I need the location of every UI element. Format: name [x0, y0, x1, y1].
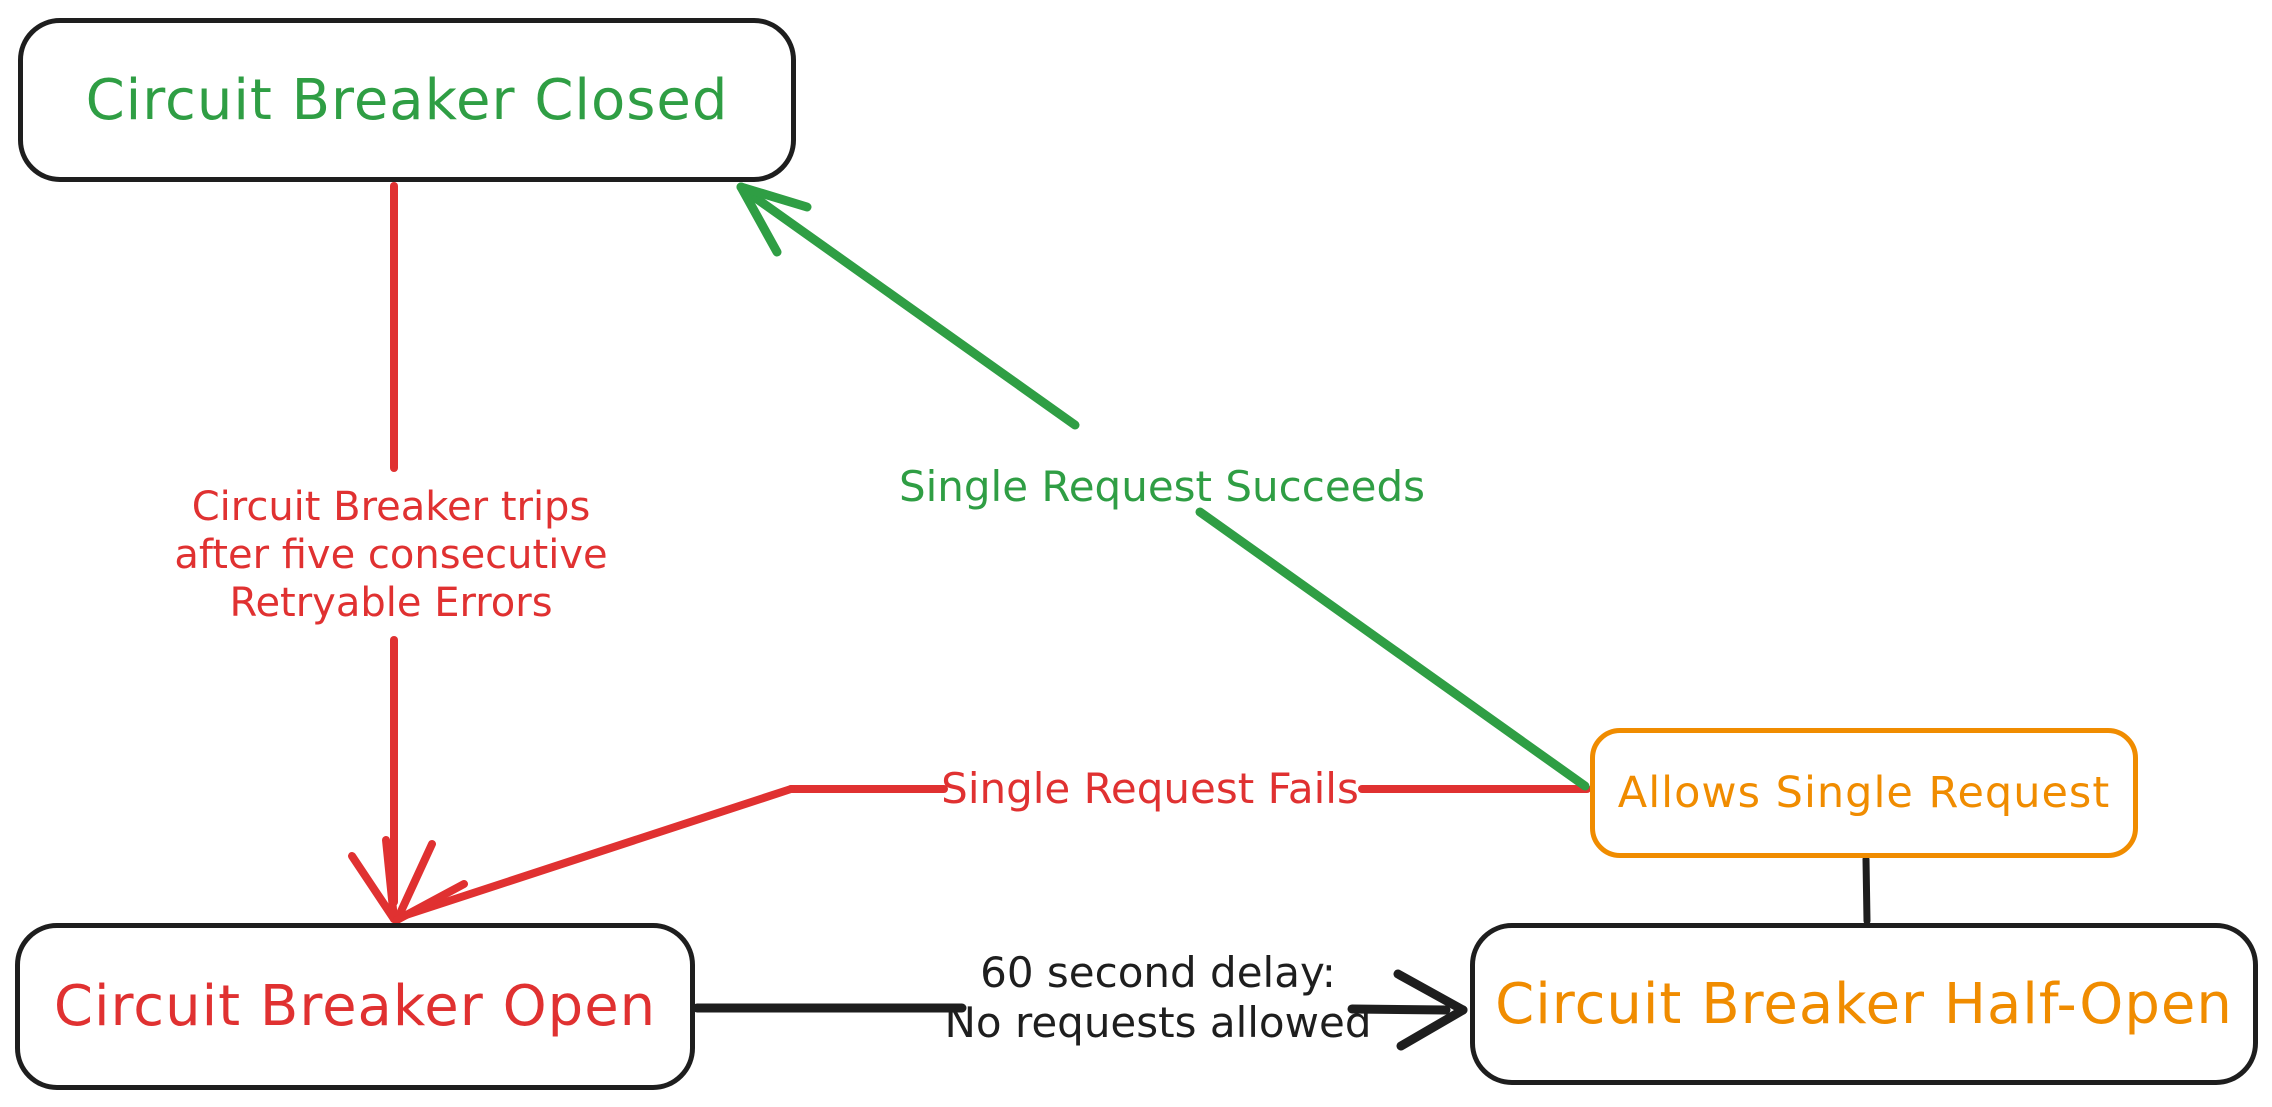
edge-label-trip-line3: Retryable Errors — [229, 580, 553, 626]
node-circuit-breaker-half-open: Circuit Breaker Half-Open — [1470, 923, 2258, 1085]
edge-label-succeed-text: Single Request Succeeds — [898, 462, 1426, 511]
node-closed-label: Circuit Breaker Closed — [85, 67, 729, 133]
edge-allows-link — [1862, 855, 1871, 925]
edge-label-trip-line1: Circuit Breaker trips — [191, 484, 591, 530]
edge-label-fail-text: Single Request Fails — [941, 764, 1359, 813]
node-half-open-label: Circuit Breaker Half-Open — [1495, 971, 2233, 1037]
edge-label-succeed: Single Request Succeeds — [899, 464, 1425, 510]
edge-label-trip-line2: after five consecutive — [174, 532, 608, 578]
edge-label-trip: Circuit Breaker trips after five consecu… — [174, 483, 607, 627]
node-circuit-breaker-closed: Circuit Breaker Closed — [18, 18, 796, 182]
edge-label-delay: 60 second delay: No requests allowed — [945, 948, 1372, 1048]
edge-label-fail: Single Request Fails — [941, 766, 1359, 812]
node-allows-single-request: Allows Single Request — [1590, 728, 2138, 858]
node-allows-label: Allows Single Request — [1617, 768, 2111, 818]
edge-label-delay-line2: No requests allowed — [944, 998, 1372, 1047]
node-circuit-breaker-open: Circuit Breaker Open — [15, 923, 695, 1090]
node-open-label: Circuit Breaker Open — [53, 974, 657, 1039]
edge-label-delay-line1: 60 second delay: — [980, 948, 1336, 997]
